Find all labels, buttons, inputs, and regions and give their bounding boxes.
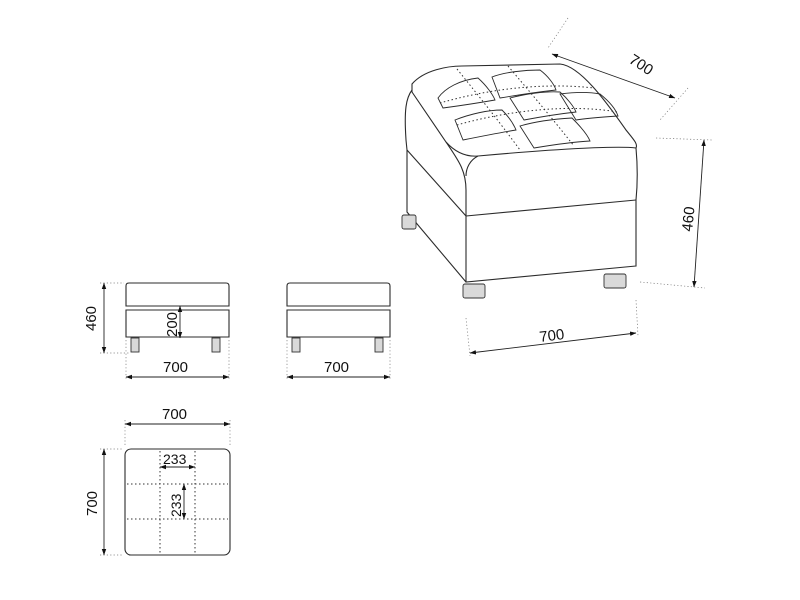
iso-leg-front-right [603, 273, 627, 289]
iso-cushion-top [411, 63, 638, 157]
top-cell-height-label: 233 [168, 493, 184, 517]
front-height-label: 460 [83, 306, 100, 331]
front-leg-right [211, 337, 221, 353]
side-width-label: 700 [324, 359, 349, 376]
side-view: 700 [286, 282, 391, 380]
top-cell-width-label: 233 [163, 451, 187, 467]
iso-leg-back-left [401, 214, 417, 230]
top-depth-label: 700 [84, 491, 101, 516]
top-view-outline [124, 448, 231, 556]
front-width-label: 700 [163, 359, 188, 376]
side-leg-left [291, 337, 301, 353]
front-view: 460 200 700 [83, 282, 230, 380]
front-seat-inner-label: 200 [164, 312, 181, 337]
iso-leg-front-left [462, 283, 486, 299]
isometric-view: 700 460 700 [401, 17, 713, 357]
side-leg-right [374, 337, 384, 353]
top-view: 700 700 233 233 [84, 406, 231, 556]
iso-width-label: 700 [538, 326, 565, 346]
iso-height-label: 460 [679, 206, 699, 233]
iso-depth-label: 700 [626, 51, 656, 79]
top-width-label: 700 [162, 406, 187, 423]
front-leg-left [130, 337, 140, 353]
